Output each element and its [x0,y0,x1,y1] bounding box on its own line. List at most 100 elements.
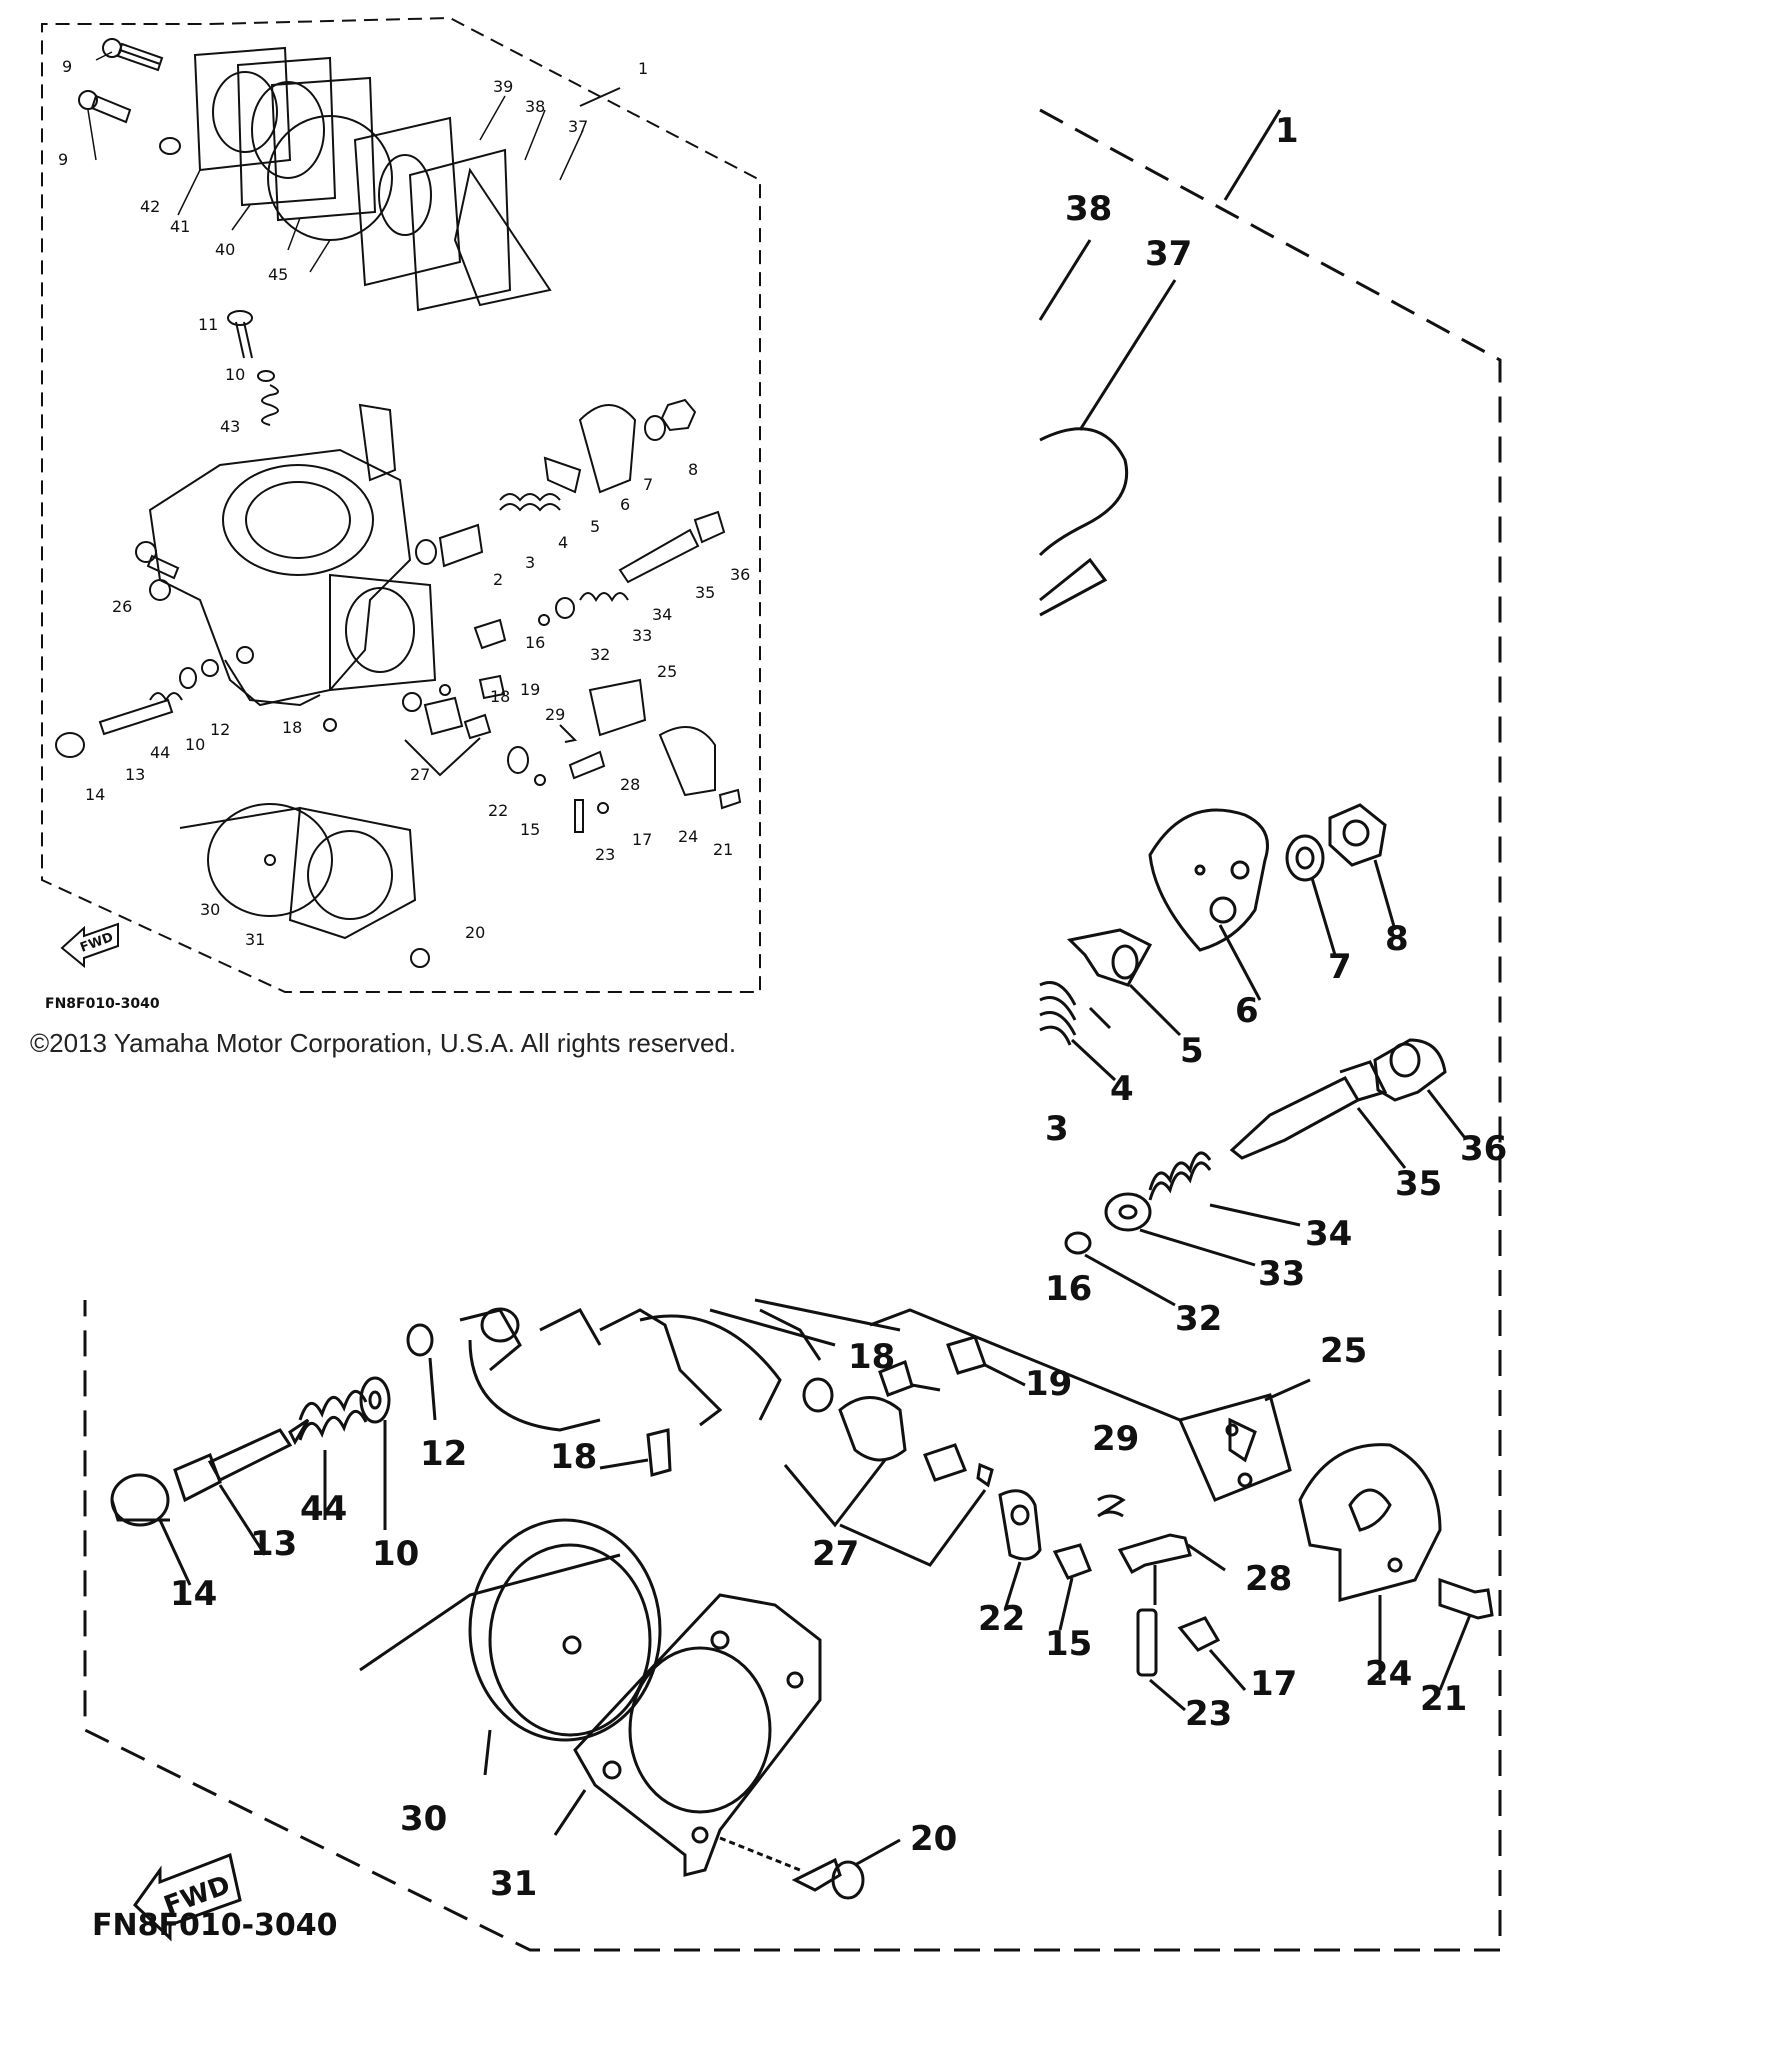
leader-27 [404,737,481,777]
stop-screw-11 [227,310,279,426]
callout-3: 3 [1045,1109,1069,1149]
callout-18: 18 [550,1437,597,1477]
callout-18: 18 [282,718,302,737]
cover-31-detail [553,1593,822,1877]
callout-40: 40 [215,240,235,259]
washer-7 [644,415,666,441]
callout-8: 8 [1385,919,1409,959]
callout-15: 15 [520,820,540,839]
callout-19: 19 [520,680,540,699]
callout-1: 1 [1275,111,1299,151]
callout-38: 38 [1065,189,1112,229]
bracket-5-detail [1066,928,1182,1037]
callout-7: 7 [1328,947,1352,987]
callout-8: 8 [688,460,698,479]
jet-group-27-detail [783,1377,994,1567]
callout-27: 27 [410,765,430,784]
callout-28: 28 [620,775,640,794]
o-ring-27 [402,692,422,712]
pin-23-detail [1136,1608,1186,1712]
callout-38: 38 [525,97,545,116]
callout-12: 12 [210,720,230,739]
callout-42: 42 [140,197,160,216]
leader-4 [1070,1038,1117,1082]
bracket-25-detail [1177,1378,1311,1502]
callout-25: 25 [1320,1331,1367,1371]
callout-2: 2 [493,570,503,589]
callout-20: 20 [465,923,485,942]
gasket-41 [236,56,337,207]
callout-34: 34 [652,605,672,624]
leader-37 [1078,279,1177,431]
callout-9: 9 [62,57,72,76]
cap-14 [55,732,85,758]
callout-31: 31 [490,1864,537,1904]
callout-41: 41 [170,217,190,236]
lever-6-detail [1148,808,1269,1001]
plug-19-detail [946,1335,1026,1387]
callout-25: 25 [657,662,677,681]
pilot-screw-13-detail [173,1418,310,1556]
callout-7: 7 [643,475,653,494]
screw-9-top [102,38,164,72]
needle-27 [463,713,492,740]
lever-28-detail [1117,1533,1226,1605]
o-ring-32-detail [1064,1231,1176,1307]
pump-body-39 [353,116,462,287]
callout-11: 11 [198,315,218,334]
callout-36: 36 [1460,1129,1507,1169]
clip-36-detail [1373,1038,1467,1139]
callout-17: 17 [632,830,652,849]
diaphragm-30-detail [359,1518,662,1776]
o-ring-32 [538,614,550,626]
callout-43: 43 [220,417,240,436]
bracket-25 [588,678,647,737]
callout-19: 19 [1025,1364,1072,1404]
diaphragm-37 [453,167,552,307]
diaphragm-40 [270,76,377,222]
diaphragm-housing [329,573,437,692]
cam-24-detail [1298,1443,1442,1680]
callout-17: 17 [1250,1664,1297,1704]
cover-screw-head [159,137,181,155]
callout-18: 18 [490,687,510,706]
jet-27 [423,696,464,736]
callout-10: 10 [372,1534,419,1574]
leader-1 [1223,109,1282,201]
callout-37: 37 [568,117,588,136]
screw-9-bottom [78,90,132,124]
callout-33: 33 [1258,1254,1305,1294]
cover-31 [288,806,417,940]
washer-2 [415,539,437,565]
callout-4: 4 [1110,1069,1134,1109]
leader-38 [1038,239,1092,321]
throttle-lever [358,403,397,482]
screw-17 [597,802,609,814]
screw-18-detail-bottom [599,1428,672,1477]
callout-28: 28 [1245,1559,1292,1599]
nut-8-detail [1328,803,1397,931]
callout-9: 9 [58,150,68,169]
carburetor-body-detail [459,1298,1181,1432]
callout-23: 23 [595,845,615,864]
callout-36: 36 [730,565,750,584]
screw-18-b [323,718,337,732]
plug-16 [473,618,507,650]
overview-leaders [87,51,584,273]
callout-3: 3 [525,553,535,572]
screw-15 [534,774,546,786]
pump-body-chamber [378,154,432,236]
callout-13: 13 [125,765,145,784]
callout-14: 14 [85,785,105,804]
leader-line [179,807,301,829]
callout-12: 12 [420,1434,467,1474]
cover-plate-opening [212,71,278,153]
overview-diagram [41,16,761,993]
spring-4-detail [1039,981,1077,1046]
diaphragm-30 [207,803,333,917]
callout-14: 14 [170,1574,217,1614]
callout-32: 32 [590,645,610,664]
callout-5: 5 [590,517,600,536]
callout-5: 5 [1180,1031,1204,1071]
